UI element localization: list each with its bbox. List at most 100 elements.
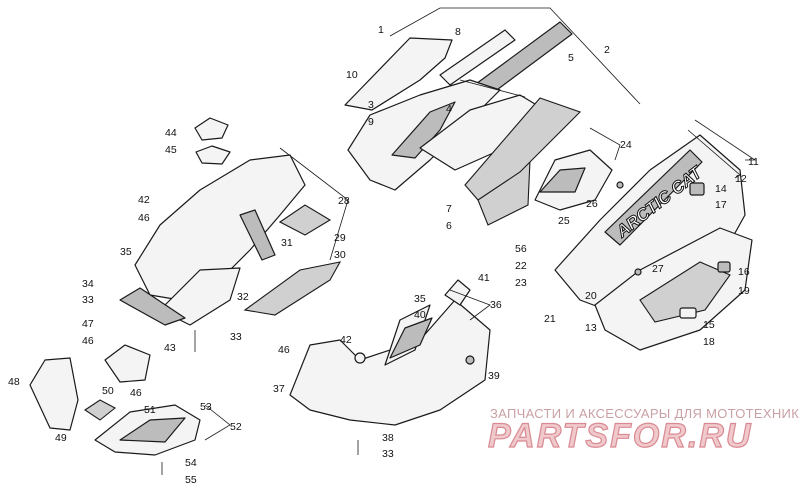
belly-pan-assembly	[289, 279, 491, 455]
callout-14: 14	[715, 183, 727, 195]
callout-40: 40	[414, 309, 426, 321]
part-10-windshield-panel	[344, 37, 453, 111]
part-8-upper-trim	[439, 29, 516, 86]
callout-15: 15	[703, 319, 715, 331]
callout-35b: 35	[414, 293, 426, 305]
part-50-spacer	[84, 399, 116, 421]
callout-38: 38	[382, 432, 394, 444]
part-rod	[459, 79, 526, 98]
part-31-bracket	[239, 209, 276, 261]
callout-33a: 33	[82, 294, 94, 306]
callout-46d: 46	[278, 344, 290, 356]
callout-labels: 1 8 2 5 10 3 4 9 7 6 24 11 12 14 26 17 2…	[8, 24, 759, 486]
callout-54: 54	[185, 457, 197, 469]
callout-47: 47	[82, 318, 94, 330]
part-16-clip	[717, 261, 731, 273]
part-30-lower-pad	[243, 261, 342, 316]
callout-33b: 33	[230, 331, 242, 343]
watermark-tagline: ЗАПЧАСТИ И АКСЕССУАРЫ ДЛЯ МОТОТЕХНИКИ	[490, 406, 800, 421]
part-25-vent-insert	[539, 167, 586, 193]
callout-8: 8	[455, 26, 461, 38]
callout-32: 32	[237, 291, 249, 303]
left-lower-assembly	[29, 344, 201, 475]
part-14-emblem	[689, 182, 705, 196]
callout-1: 1	[378, 24, 384, 36]
callout-10: 10	[346, 69, 358, 81]
callout-35a: 35	[120, 246, 132, 258]
callout-55: 55	[185, 474, 197, 486]
callout-34: 34	[82, 278, 94, 290]
callout-27: 27	[652, 263, 664, 275]
callout-4: 4	[446, 103, 452, 115]
callout-29: 29	[334, 232, 346, 244]
callout-46a: 46	[138, 212, 150, 224]
callout-28: 28	[338, 195, 350, 207]
callout-2: 2	[604, 44, 610, 56]
part-42-grommet	[354, 352, 366, 364]
part-15-vent-grille	[639, 261, 731, 323]
part-44-gauge-bezel	[194, 117, 229, 141]
callout-24: 24	[620, 139, 632, 151]
part-34-side-trim	[119, 287, 186, 326]
part-27-fastener	[634, 268, 642, 276]
callout-16: 16	[738, 266, 750, 278]
callout-11: 11	[748, 156, 759, 168]
watermark-site: PARTSFOR.RU	[488, 417, 752, 455]
callout-19: 19	[738, 285, 750, 297]
part-29-pad	[278, 204, 332, 236]
callout-7: 7	[446, 203, 452, 215]
part-12-side-stripe	[604, 149, 703, 246]
part-53-lower-insert	[119, 417, 186, 443]
part-40-insert	[389, 317, 433, 359]
callout-30: 30	[334, 249, 346, 261]
callout-41: 41	[478, 272, 490, 284]
callout-42b: 42	[340, 334, 352, 346]
windshield-assembly	[344, 21, 582, 226]
callout-12: 12	[735, 173, 747, 185]
callout-45: 45	[165, 144, 177, 156]
callout-43: 43	[164, 342, 176, 354]
part-7-right-pad	[464, 97, 582, 201]
part-3-hood-insert	[391, 101, 456, 159]
callout-52: 52	[230, 421, 242, 433]
callout-18: 18	[703, 336, 715, 348]
callout-22: 22	[515, 260, 527, 272]
callout-31: 31	[281, 237, 293, 249]
callout-49: 49	[55, 432, 67, 444]
callout-46b: 46	[82, 335, 94, 347]
callout-23: 23	[515, 277, 527, 289]
part-32-panel-base	[159, 267, 241, 326]
callout-42a: 42	[138, 194, 150, 206]
callout-53: 53	[200, 401, 212, 413]
part-26-fastener	[616, 181, 624, 189]
callout-48: 48	[8, 376, 20, 388]
part-18-vent	[679, 307, 697, 319]
callout-3: 3	[368, 99, 374, 111]
callout-44: 44	[165, 127, 177, 139]
part-39-vent	[465, 355, 475, 365]
callout-39: 39	[488, 370, 500, 382]
callout-13: 13	[585, 322, 597, 334]
callout-51: 51	[144, 404, 156, 416]
part-45-gauge-ring	[195, 145, 231, 165]
callout-5: 5	[568, 52, 574, 64]
callout-25: 25	[558, 215, 570, 227]
callout-9: 9	[368, 116, 374, 128]
callout-46c: 46	[130, 387, 142, 399]
watermark: ЗАПЧАСТИ И АКСЕССУАРЫ ДЛЯ МОТОТЕХНИКИ PA…	[487, 406, 800, 456]
callout-37: 37	[273, 383, 285, 395]
callout-26: 26	[586, 198, 598, 210]
callout-36: 36	[490, 299, 502, 311]
right-side-panel-assembly: ARCTIC CAT	[534, 134, 753, 351]
callout-6: 6	[446, 220, 452, 232]
dash-console-assembly	[119, 117, 342, 352]
callout-56: 56	[515, 243, 527, 255]
part-47-bracket	[104, 344, 151, 383]
callout-17: 17	[715, 199, 727, 211]
callout-33c: 33	[382, 448, 394, 460]
callout-21: 21	[544, 313, 556, 325]
callout-20: 20	[585, 290, 597, 302]
part-48-side-cover	[29, 357, 79, 431]
leader-lines	[204, 7, 757, 441]
